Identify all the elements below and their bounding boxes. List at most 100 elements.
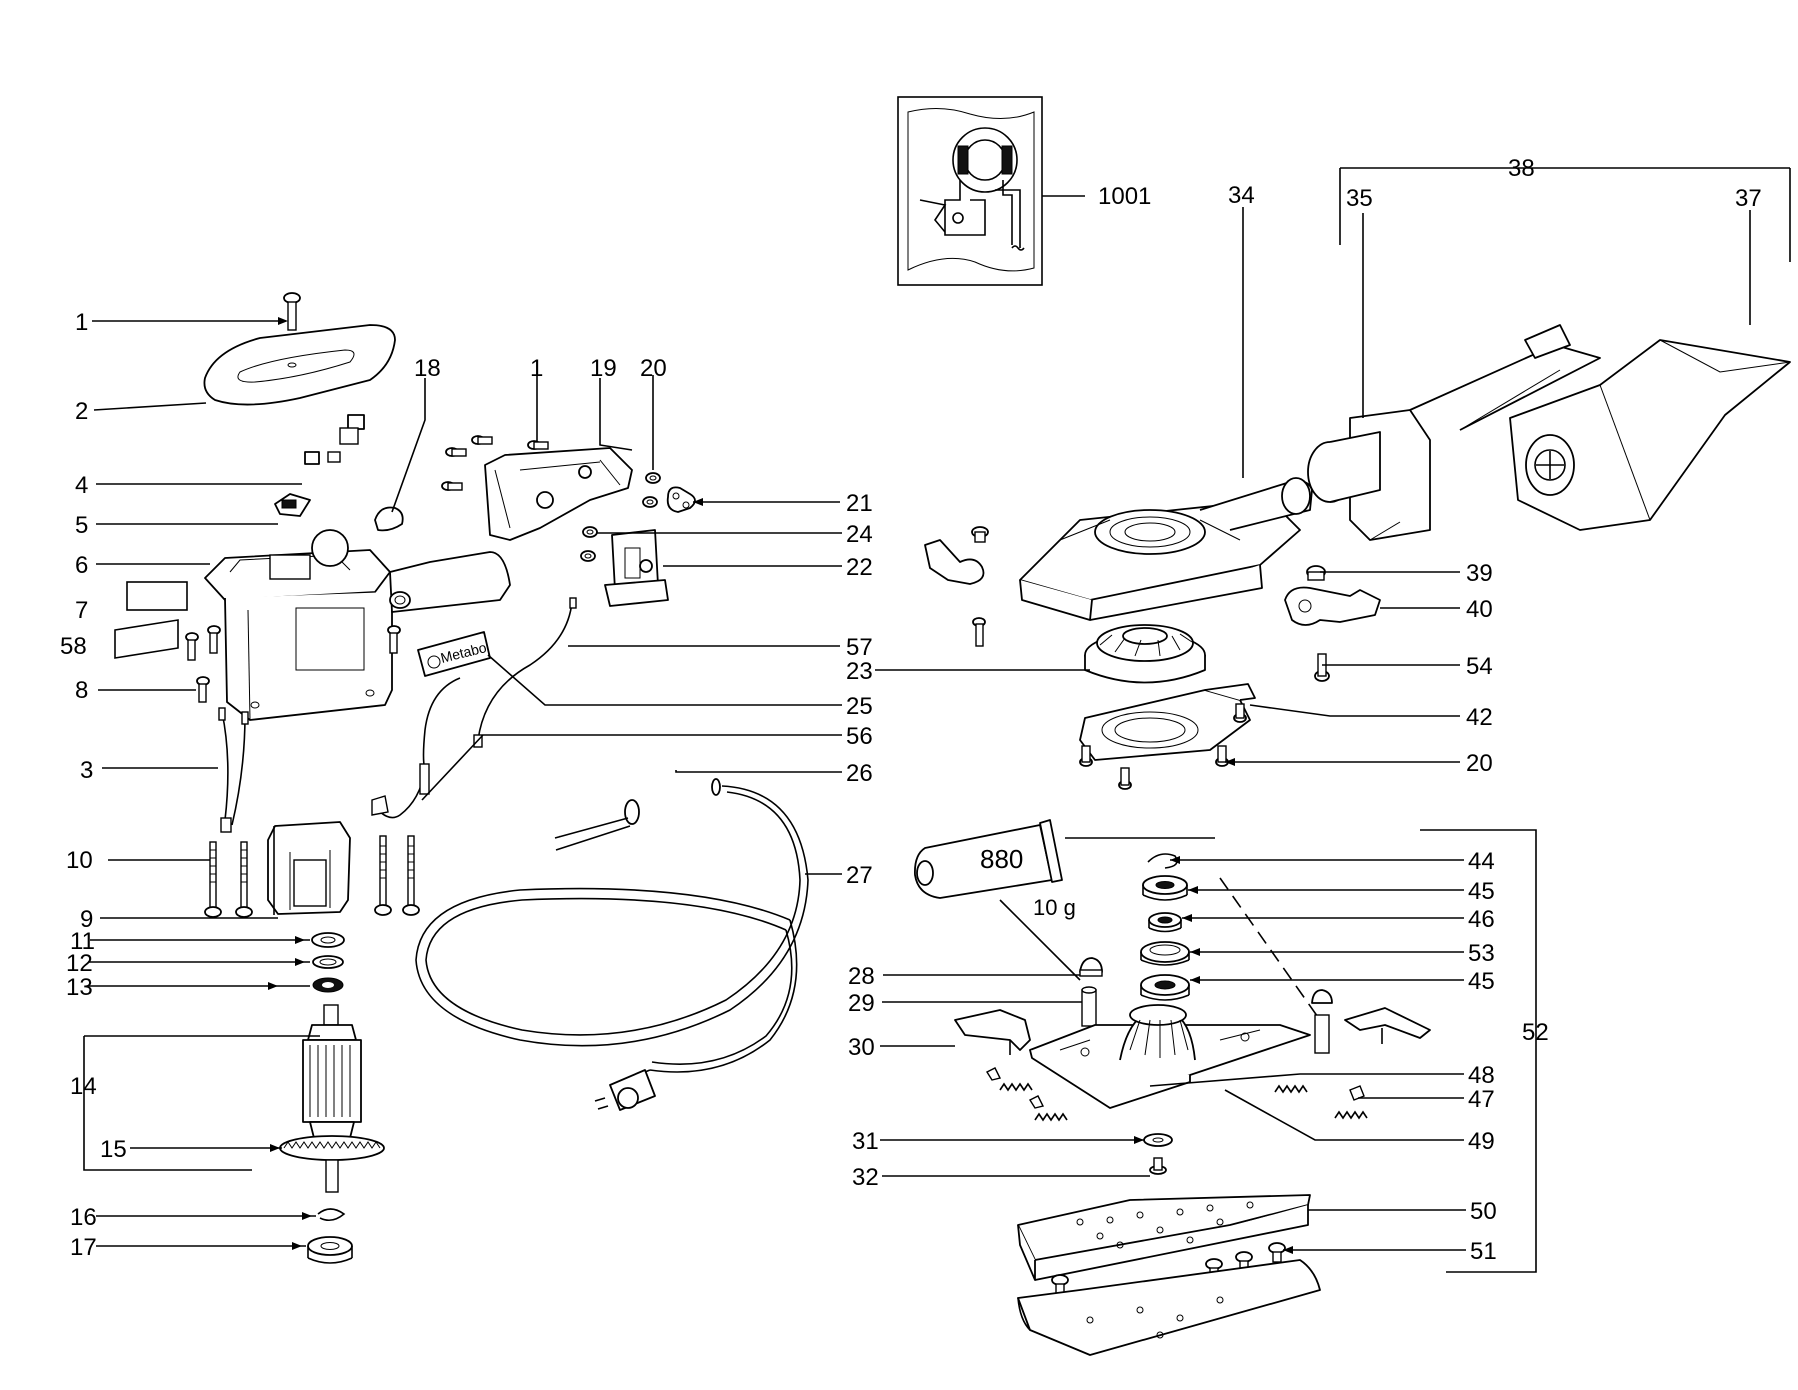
part-wire-57 [473, 597, 577, 748]
part-pad-carrier-49 [1029, 1004, 1311, 1109]
part-screw-32 [1149, 1157, 1167, 1175]
callout-17: 17 [70, 1234, 97, 1261]
part-label-7 [126, 581, 188, 611]
callout-28: 28 [848, 963, 875, 990]
leader-arrowheads [268, 317, 1293, 1254]
part-clip-right [1344, 1007, 1431, 1044]
part-screws-housing [185, 625, 401, 703]
part-bearing-17 [307, 1236, 353, 1264]
part-handle-half-19 [484, 447, 633, 541]
callout-42: 42 [1466, 704, 1493, 731]
part-ring-53 [1140, 941, 1190, 966]
part-screw-54 [1314, 653, 1330, 682]
callout-12: 12 [66, 950, 93, 977]
part-clip-30 [954, 1009, 1031, 1055]
part-circlip-44 [1147, 853, 1178, 869]
callout-45a: 45 [1468, 878, 1495, 905]
callout-51: 51 [1470, 1238, 1497, 1265]
callout-1001: 1001 [1098, 183, 1151, 210]
part-bracket-40 [1284, 586, 1381, 626]
callout-7: 7 [75, 597, 88, 624]
callout-35: 35 [1346, 185, 1373, 212]
part-power-cord-26 [554, 778, 721, 851]
callout-47: 47 [1468, 1086, 1495, 1113]
callout-57: 57 [846, 634, 873, 661]
callout-26: 26 [846, 760, 873, 787]
callout-24: 24 [846, 521, 873, 548]
callout-13: 13 [66, 974, 93, 1001]
part-washer-31 [1143, 1133, 1173, 1147]
part-brush-holder-5 [274, 493, 311, 517]
part-housing-6 [204, 529, 511, 721]
part-switch-22 [604, 529, 669, 607]
callout-3: 3 [80, 757, 93, 784]
part-wire-3 [218, 707, 249, 833]
callout-21: 21 [846, 490, 873, 517]
part-dust-bag-37 [1509, 339, 1791, 531]
part-holder-clip-left [924, 526, 989, 647]
callout-48: 48 [1468, 1062, 1495, 1089]
callout-53: 53 [1468, 940, 1495, 967]
callout-58: 58 [60, 633, 87, 660]
callout-45b: 45 [1468, 968, 1495, 995]
part-nuts-20 [642, 472, 661, 508]
part-screws-10 [204, 835, 420, 918]
callout-34: 34 [1228, 182, 1255, 209]
callout-8: 8 [75, 677, 88, 704]
part-armature-14 [279, 1004, 385, 1193]
callout-31: 31 [852, 1128, 879, 1155]
part-clip-21 [666, 486, 696, 513]
part-bearing-45b [1140, 974, 1190, 1001]
part-pin-right [1311, 989, 1333, 1054]
dashed-link [1219, 877, 1321, 1021]
callout-29: 29 [848, 990, 875, 1017]
callout-19: 19 [590, 355, 617, 382]
callout-4: 4 [75, 472, 88, 499]
callout-38: 38 [1508, 155, 1535, 182]
callout-6: 6 [75, 552, 88, 579]
part-cover-2 [203, 324, 396, 406]
part-circlip-16 [317, 1208, 346, 1222]
grease-code-text: 880 [980, 844, 1023, 874]
part-base-34 [1019, 477, 1313, 621]
part-pin-29 [1081, 986, 1097, 1027]
wiring-inset [897, 96, 1043, 286]
part-label-58 [114, 619, 179, 659]
callout-44: 44 [1468, 848, 1495, 875]
callout-15: 15 [100, 1136, 127, 1163]
callout-10: 10 [66, 847, 93, 874]
part-bearing-46 [1148, 912, 1182, 933]
part-frame-42 [1079, 683, 1256, 761]
part-carbon-brush-4 [304, 414, 365, 465]
part-bearing-45a [1142, 875, 1188, 901]
callout-5: 5 [75, 512, 88, 539]
callout-1: 1 [75, 309, 88, 336]
callout-9: 9 [80, 906, 93, 933]
part-screws-1b [441, 435, 549, 491]
callout-14: 14 [70, 1073, 97, 1100]
part-cap-28 [1079, 957, 1103, 977]
callout-18: 18 [414, 355, 441, 382]
callout-27: 27 [846, 862, 873, 889]
part-washers-11-13 [311, 932, 345, 993]
callout-30: 30 [848, 1034, 875, 1061]
callout-20a: 20 [640, 355, 667, 382]
part-screw-1 [283, 292, 301, 331]
callout-1b: 1 [530, 355, 543, 382]
part-springs [985, 1067, 1368, 1122]
callout-39: 39 [1466, 560, 1493, 587]
callout-16: 16 [70, 1204, 97, 1231]
part-wire-56 [371, 677, 461, 819]
callout-numbers: 1001 34 38 35 37 1 2 4 5 6 7 58 8 3 10 9… [60, 155, 1762, 1265]
grease-amount-text: 10 g [1033, 895, 1076, 920]
callout-46: 46 [1468, 906, 1495, 933]
callout-40: 40 [1466, 596, 1493, 623]
part-cord-coil-27 [415, 785, 809, 1111]
part-nuts-24 [580, 526, 598, 562]
callout-2: 2 [75, 398, 88, 425]
part-pad-50 [1017, 1194, 1311, 1281]
callout-23: 23 [846, 658, 873, 685]
part-nut-39 [1306, 565, 1326, 581]
